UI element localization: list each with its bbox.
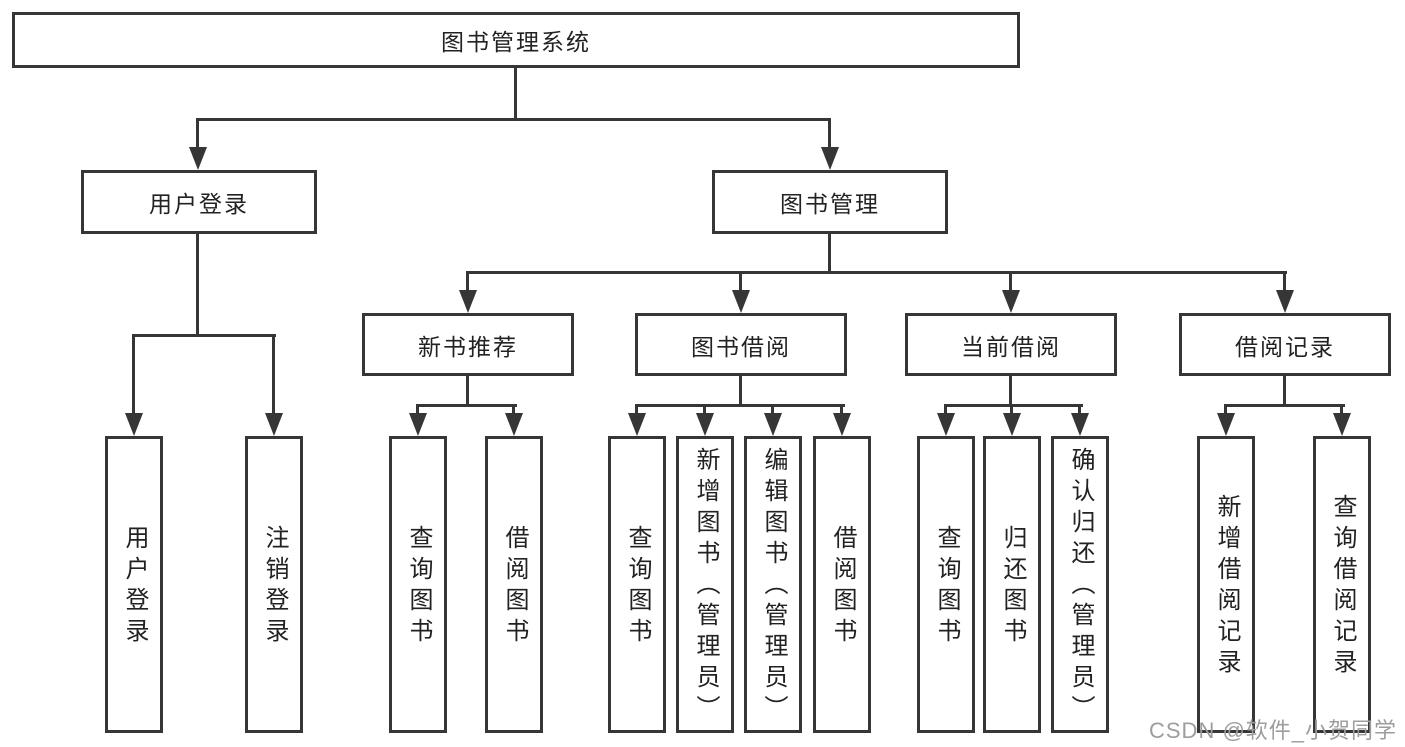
connector-vline	[771, 404, 774, 418]
arrow-down-icon	[1276, 290, 1294, 313]
arrow-down-icon	[696, 413, 714, 436]
connector-vline	[1009, 376, 1012, 407]
leaf-user-login: 用户登录	[105, 436, 163, 733]
arrow-down-icon	[265, 413, 283, 436]
arrow-down-icon	[937, 413, 955, 436]
leaf-borrow-books-borrow: 借阅图书	[813, 436, 871, 733]
connector-vline	[1283, 376, 1286, 407]
arrow-down-icon	[821, 147, 839, 170]
leaf-logout: 注销登录	[245, 436, 303, 733]
arrow-down-icon	[628, 413, 646, 436]
connector-vline	[416, 404, 419, 418]
connector-vline	[1010, 404, 1013, 418]
connector-vline	[1340, 404, 1343, 418]
connector-vline	[828, 234, 831, 274]
node-book-borrowing: 图书借阅	[635, 313, 847, 376]
connector-vline	[1224, 404, 1227, 418]
arrow-down-icon	[764, 413, 782, 436]
leaf-add-borrow-record: 新增借阅记录	[1197, 436, 1255, 733]
connector-vline	[196, 234, 199, 337]
connector-hline	[944, 404, 1083, 407]
connector-vline	[1009, 271, 1012, 295]
arrow-down-icon	[732, 290, 750, 313]
arrow-down-icon	[1333, 413, 1351, 436]
leaf-query-books-borrow: 查询图书	[608, 436, 666, 733]
node-borrowing-records: 借阅记录	[1179, 313, 1391, 376]
leaf-confirm-return-admin: 确认归还（管理员）	[1051, 436, 1109, 733]
connector-vline	[1283, 271, 1286, 295]
connector-vline	[196, 118, 199, 151]
connector-hline	[1224, 404, 1345, 407]
connector-hline	[132, 334, 276, 337]
arrow-down-icon	[409, 413, 427, 436]
node-current-borrowing: 当前借阅	[905, 313, 1117, 376]
leaf-borrow-books-recommend: 借阅图书	[485, 436, 543, 733]
connector-vline	[944, 404, 947, 418]
leaf-query-books-recommend: 查询图书	[389, 436, 447, 733]
connector-vline	[272, 334, 275, 418]
connector-hline	[196, 118, 831, 121]
connector-vline	[466, 376, 469, 407]
node-root: 图书管理系统	[12, 12, 1020, 68]
arrow-down-icon	[125, 413, 143, 436]
csdn-watermark: CSDN @软件_小贺同学	[1149, 718, 1398, 743]
leaf-return-books: 归还图书	[983, 436, 1041, 733]
connector-vline	[828, 118, 831, 151]
arrow-down-icon	[1003, 413, 1021, 436]
connector-vline	[512, 404, 515, 418]
leaf-query-books-current: 查询图书	[917, 436, 975, 733]
connector-vline	[1078, 404, 1081, 418]
leaf-add-book-admin: 新增图书（管理员）	[676, 436, 734, 733]
arrow-down-icon	[1071, 413, 1089, 436]
connector-hline	[466, 271, 1287, 274]
connector-hline	[416, 404, 517, 407]
connector-vline	[466, 271, 469, 295]
connector-vline	[514, 68, 517, 121]
connector-vline	[132, 334, 135, 418]
node-user-login: 用户登录	[81, 170, 317, 234]
connector-vline	[840, 404, 843, 418]
node-book-management: 图书管理	[712, 170, 948, 234]
arrow-down-icon	[833, 413, 851, 436]
leaf-edit-book-admin: 编辑图书（管理员）	[744, 436, 802, 733]
connector-vline	[703, 404, 706, 418]
connector-vline	[635, 404, 638, 418]
arrow-down-icon	[189, 147, 207, 170]
arrow-down-icon	[505, 413, 523, 436]
connector-vline	[739, 376, 742, 407]
leaf-query-borrow-record: 查询借阅记录	[1313, 436, 1371, 733]
arrow-down-icon	[1217, 413, 1235, 436]
arrow-down-icon	[1002, 290, 1020, 313]
connector-vline	[739, 271, 742, 295]
arrow-down-icon	[459, 290, 477, 313]
node-new-book-recommendation: 新书推荐	[362, 313, 574, 376]
connector-hline	[635, 404, 845, 407]
